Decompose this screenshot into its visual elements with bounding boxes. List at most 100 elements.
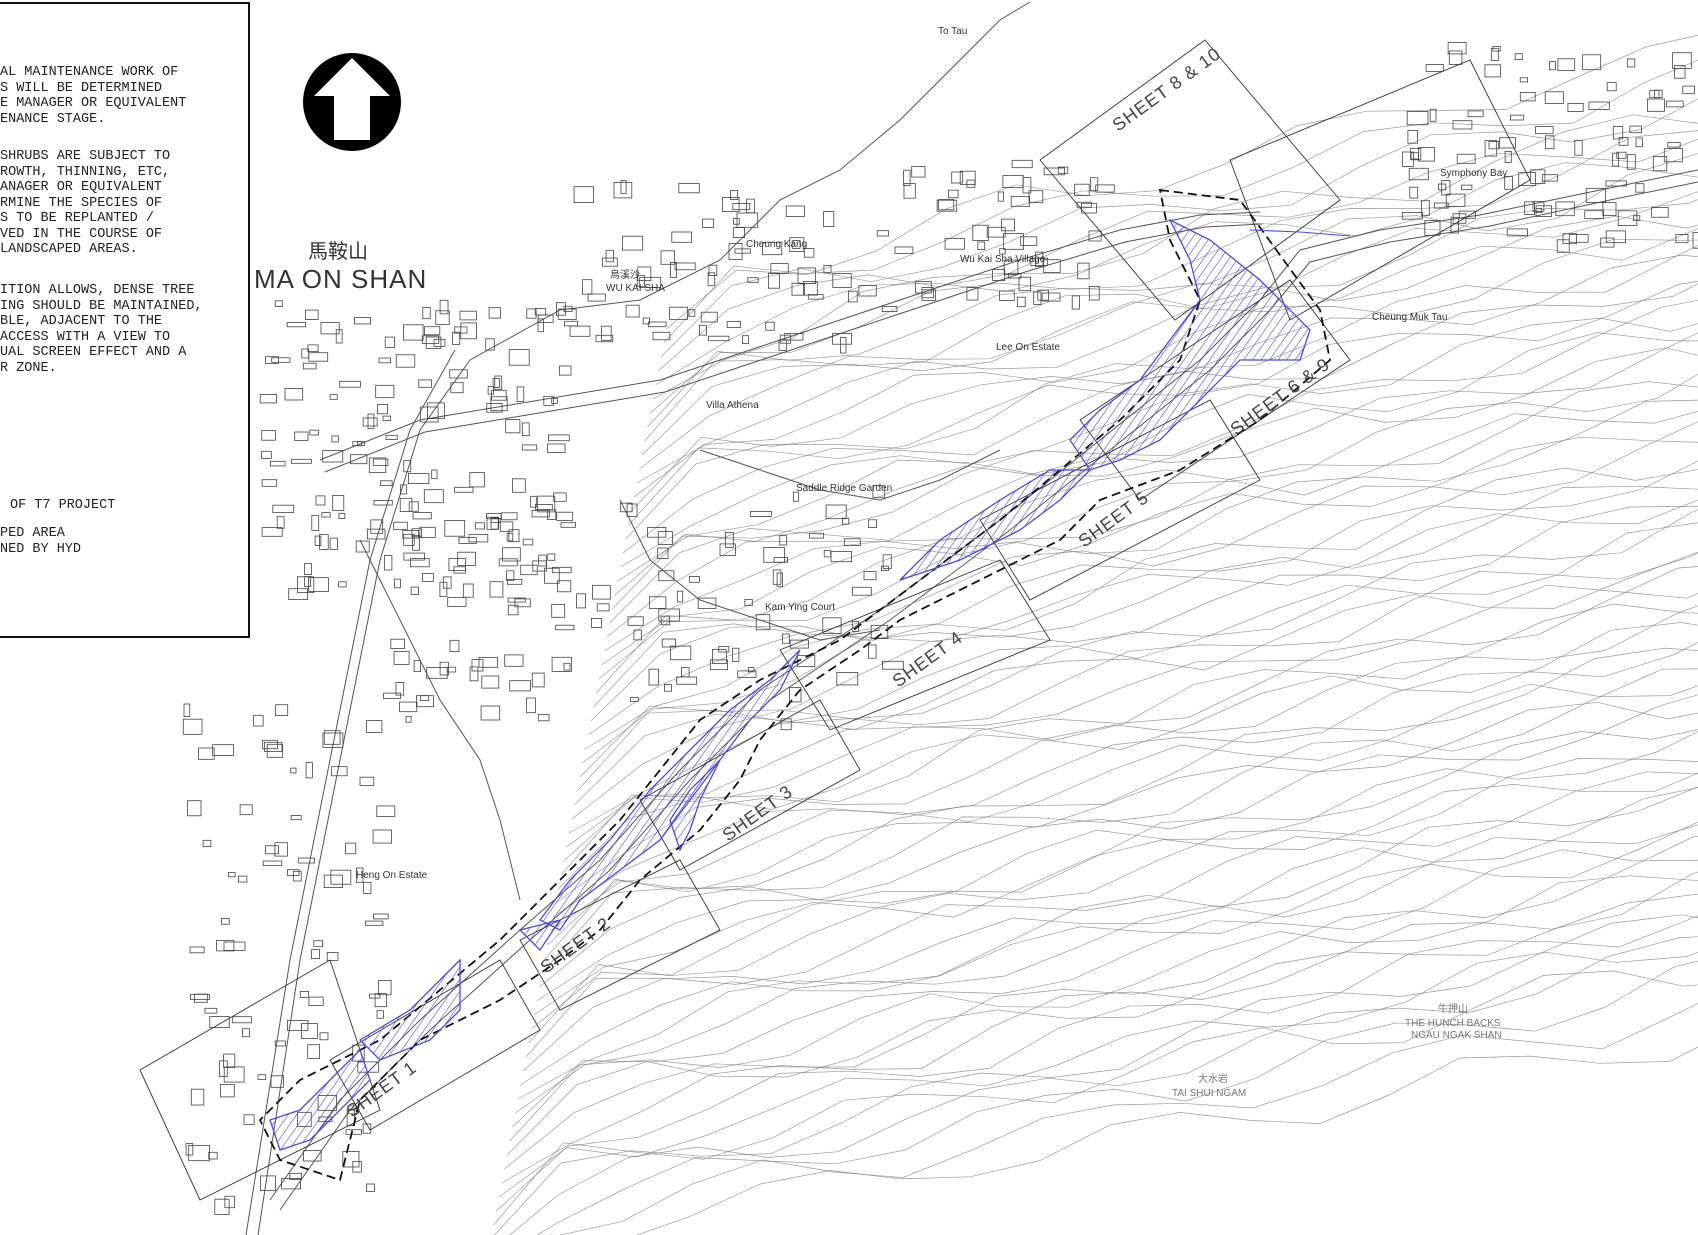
contour-line <box>520 821 1698 1086</box>
label-symphony-bay: Symphony Bay <box>1440 168 1507 179</box>
building-outline <box>506 570 515 581</box>
building-outline <box>1652 156 1668 172</box>
building-outline <box>1095 184 1115 193</box>
building-outline <box>966 287 979 301</box>
building-outline <box>242 1028 250 1038</box>
building-outline <box>308 996 324 1006</box>
sheet-label-8-10: SHEET 8 & 10 <box>1109 43 1225 135</box>
building-outline <box>220 1084 235 1098</box>
building-outline <box>338 581 347 588</box>
building-outline <box>569 325 591 337</box>
building-outline <box>419 526 436 538</box>
building-outline <box>1667 141 1681 148</box>
building-outline <box>1461 184 1473 191</box>
building-outline <box>1504 175 1513 190</box>
building-outline <box>1654 89 1663 99</box>
building-outline <box>882 554 892 569</box>
building-outline <box>257 1074 267 1080</box>
label-to-tau: To Tau <box>938 26 967 37</box>
building-outline <box>636 274 645 287</box>
contour-line <box>552 642 1698 918</box>
label-ma-on-shan: MA ON SHAN <box>254 264 427 294</box>
legend-landscaped-area: PED AREA NED BY HYD <box>0 526 82 557</box>
building-outline <box>591 618 602 628</box>
building-outline <box>1605 180 1627 187</box>
building-outline <box>999 248 1006 255</box>
building-outline <box>345 842 357 855</box>
building-outline <box>264 741 283 752</box>
contour-line <box>517 786 1698 1100</box>
building-outline <box>732 202 751 211</box>
building-outline <box>506 579 523 585</box>
contour-line <box>563 603 1698 862</box>
building-outline <box>999 290 1015 302</box>
building-outline <box>660 615 671 626</box>
building-outline <box>220 918 230 925</box>
building-outline <box>737 670 757 678</box>
building-outline <box>789 237 805 252</box>
building-outline <box>1445 193 1466 207</box>
building-outline <box>264 356 279 364</box>
note-dense-tree: ITION ALLOWS, DENSE TREE ING SHOULD BE M… <box>0 283 203 376</box>
building-outline <box>601 325 612 341</box>
building-outline <box>376 805 396 817</box>
contour-line <box>533 772 1698 1016</box>
building-outline <box>405 716 412 723</box>
contour-line <box>639 199 1698 470</box>
contour-line <box>525 771 1698 1058</box>
building-outline <box>576 593 586 609</box>
building-outline <box>424 326 441 336</box>
building-outline <box>746 198 755 214</box>
building-outline <box>1074 183 1090 196</box>
building-outline <box>809 532 824 539</box>
building-outline <box>1080 202 1097 214</box>
contour-line <box>576 522 1698 792</box>
building-outline <box>494 375 503 390</box>
label-ma-on-shan-cn: 馬鞍山 <box>308 239 368 263</box>
building-outline <box>555 624 575 631</box>
building-outline <box>516 386 525 402</box>
contour-line <box>595 399 1698 694</box>
label-villa-athena: Villa Athena <box>706 400 759 411</box>
building-outline <box>699 324 708 336</box>
building-outline <box>789 639 809 649</box>
building-outline <box>332 494 345 511</box>
contour-line <box>587 499 1698 736</box>
building-outline <box>402 530 419 539</box>
building-outline <box>823 264 832 274</box>
building-outline <box>803 281 818 296</box>
building-outline <box>1557 58 1576 71</box>
building-outline <box>872 485 886 498</box>
building-outline <box>354 317 372 325</box>
building-outline <box>297 857 316 864</box>
label-hunch-backs-cn: 牛押山 <box>1438 1002 1468 1015</box>
contour-line <box>560 622 1698 876</box>
building-outline <box>1519 92 1536 102</box>
contour-line <box>609 332 1698 624</box>
building-outline <box>413 660 422 673</box>
building-outline <box>362 417 378 427</box>
building-outline <box>427 402 445 419</box>
building-outline <box>284 387 304 401</box>
contour-line <box>593 421 1698 708</box>
building-outline <box>622 235 644 251</box>
building-outline <box>1467 110 1484 118</box>
building-outline <box>313 940 323 948</box>
building-outline <box>676 676 698 685</box>
building-outline <box>272 504 295 514</box>
road-local-3 <box>699 449 1001 501</box>
sheet-frames <box>139 39 1531 1201</box>
building-outline <box>185 1143 194 1156</box>
contour-line <box>509 875 1698 1142</box>
building-outline <box>237 875 248 883</box>
building-outline <box>882 660 904 670</box>
building-outline <box>421 335 440 344</box>
building-outline <box>671 231 692 243</box>
contour-line <box>549 1046 1698 1235</box>
building-outline <box>274 842 288 857</box>
building-outline <box>1567 103 1584 112</box>
building-outline <box>1407 129 1418 144</box>
building-outline <box>474 522 485 530</box>
building-outline <box>288 588 309 601</box>
